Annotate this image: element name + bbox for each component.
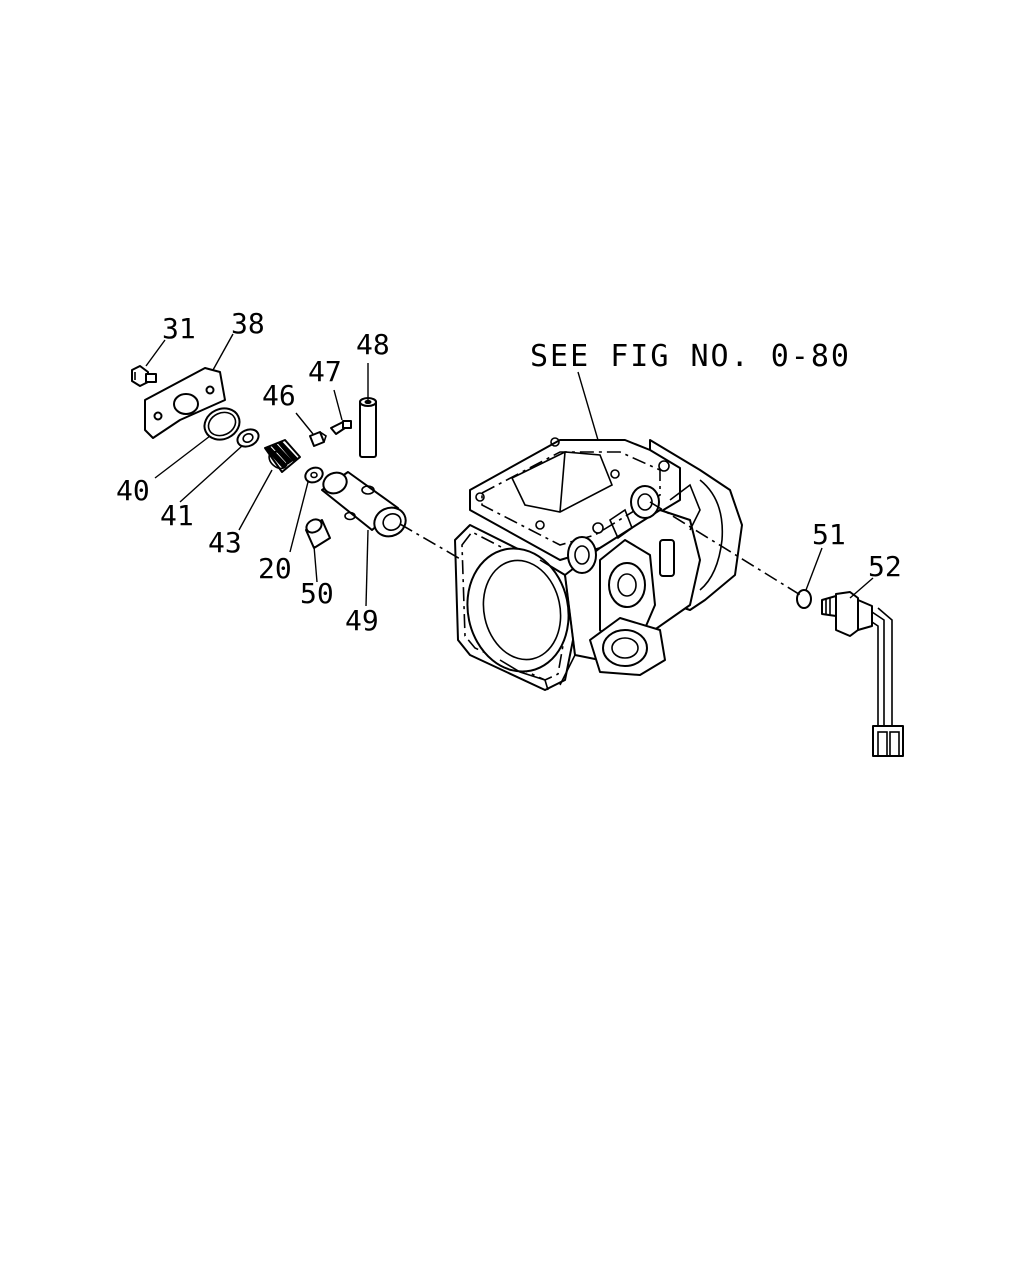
callout-51: 51 (812, 518, 846, 551)
leader-lines (145, 333, 874, 607)
part-52-sensor (821, 591, 904, 757)
callout-40: 40 (116, 474, 150, 507)
callout-20: 20 (258, 552, 292, 585)
part-40-o-ring (203, 407, 241, 441)
part-41-washer (236, 428, 260, 448)
part-31-bolt (131, 365, 157, 387)
part-20-washer (304, 466, 324, 484)
throttle-body-assembly (454, 437, 743, 691)
part-50-bushing (305, 518, 331, 549)
callout-43: 43 (208, 526, 242, 559)
part-43-spring (264, 439, 301, 473)
part-51-o-ring (796, 589, 812, 609)
part-46-key (309, 431, 327, 447)
callout-49: 49 (345, 604, 379, 637)
part-48-pin (359, 397, 377, 458)
callout-31: 31 (162, 312, 196, 345)
callout-labels: 31 38 40 41 43 20 46 47 48 49 50 51 52 (116, 307, 902, 637)
callout-48: 48 (356, 328, 390, 361)
part-49-sleeve (321, 471, 407, 538)
reference-note: SEE FIG NO. 0-80 (530, 339, 851, 374)
part-47-screw (330, 420, 352, 435)
callout-52: 52 (868, 550, 902, 583)
callout-38: 38 (231, 307, 265, 340)
callout-50: 50 (300, 577, 334, 610)
part-38-plate (144, 367, 226, 439)
assembly-centerlines (399, 501, 803, 597)
callout-41: 41 (160, 499, 194, 532)
callout-46: 46 (262, 379, 296, 412)
callout-47: 47 (308, 355, 342, 388)
